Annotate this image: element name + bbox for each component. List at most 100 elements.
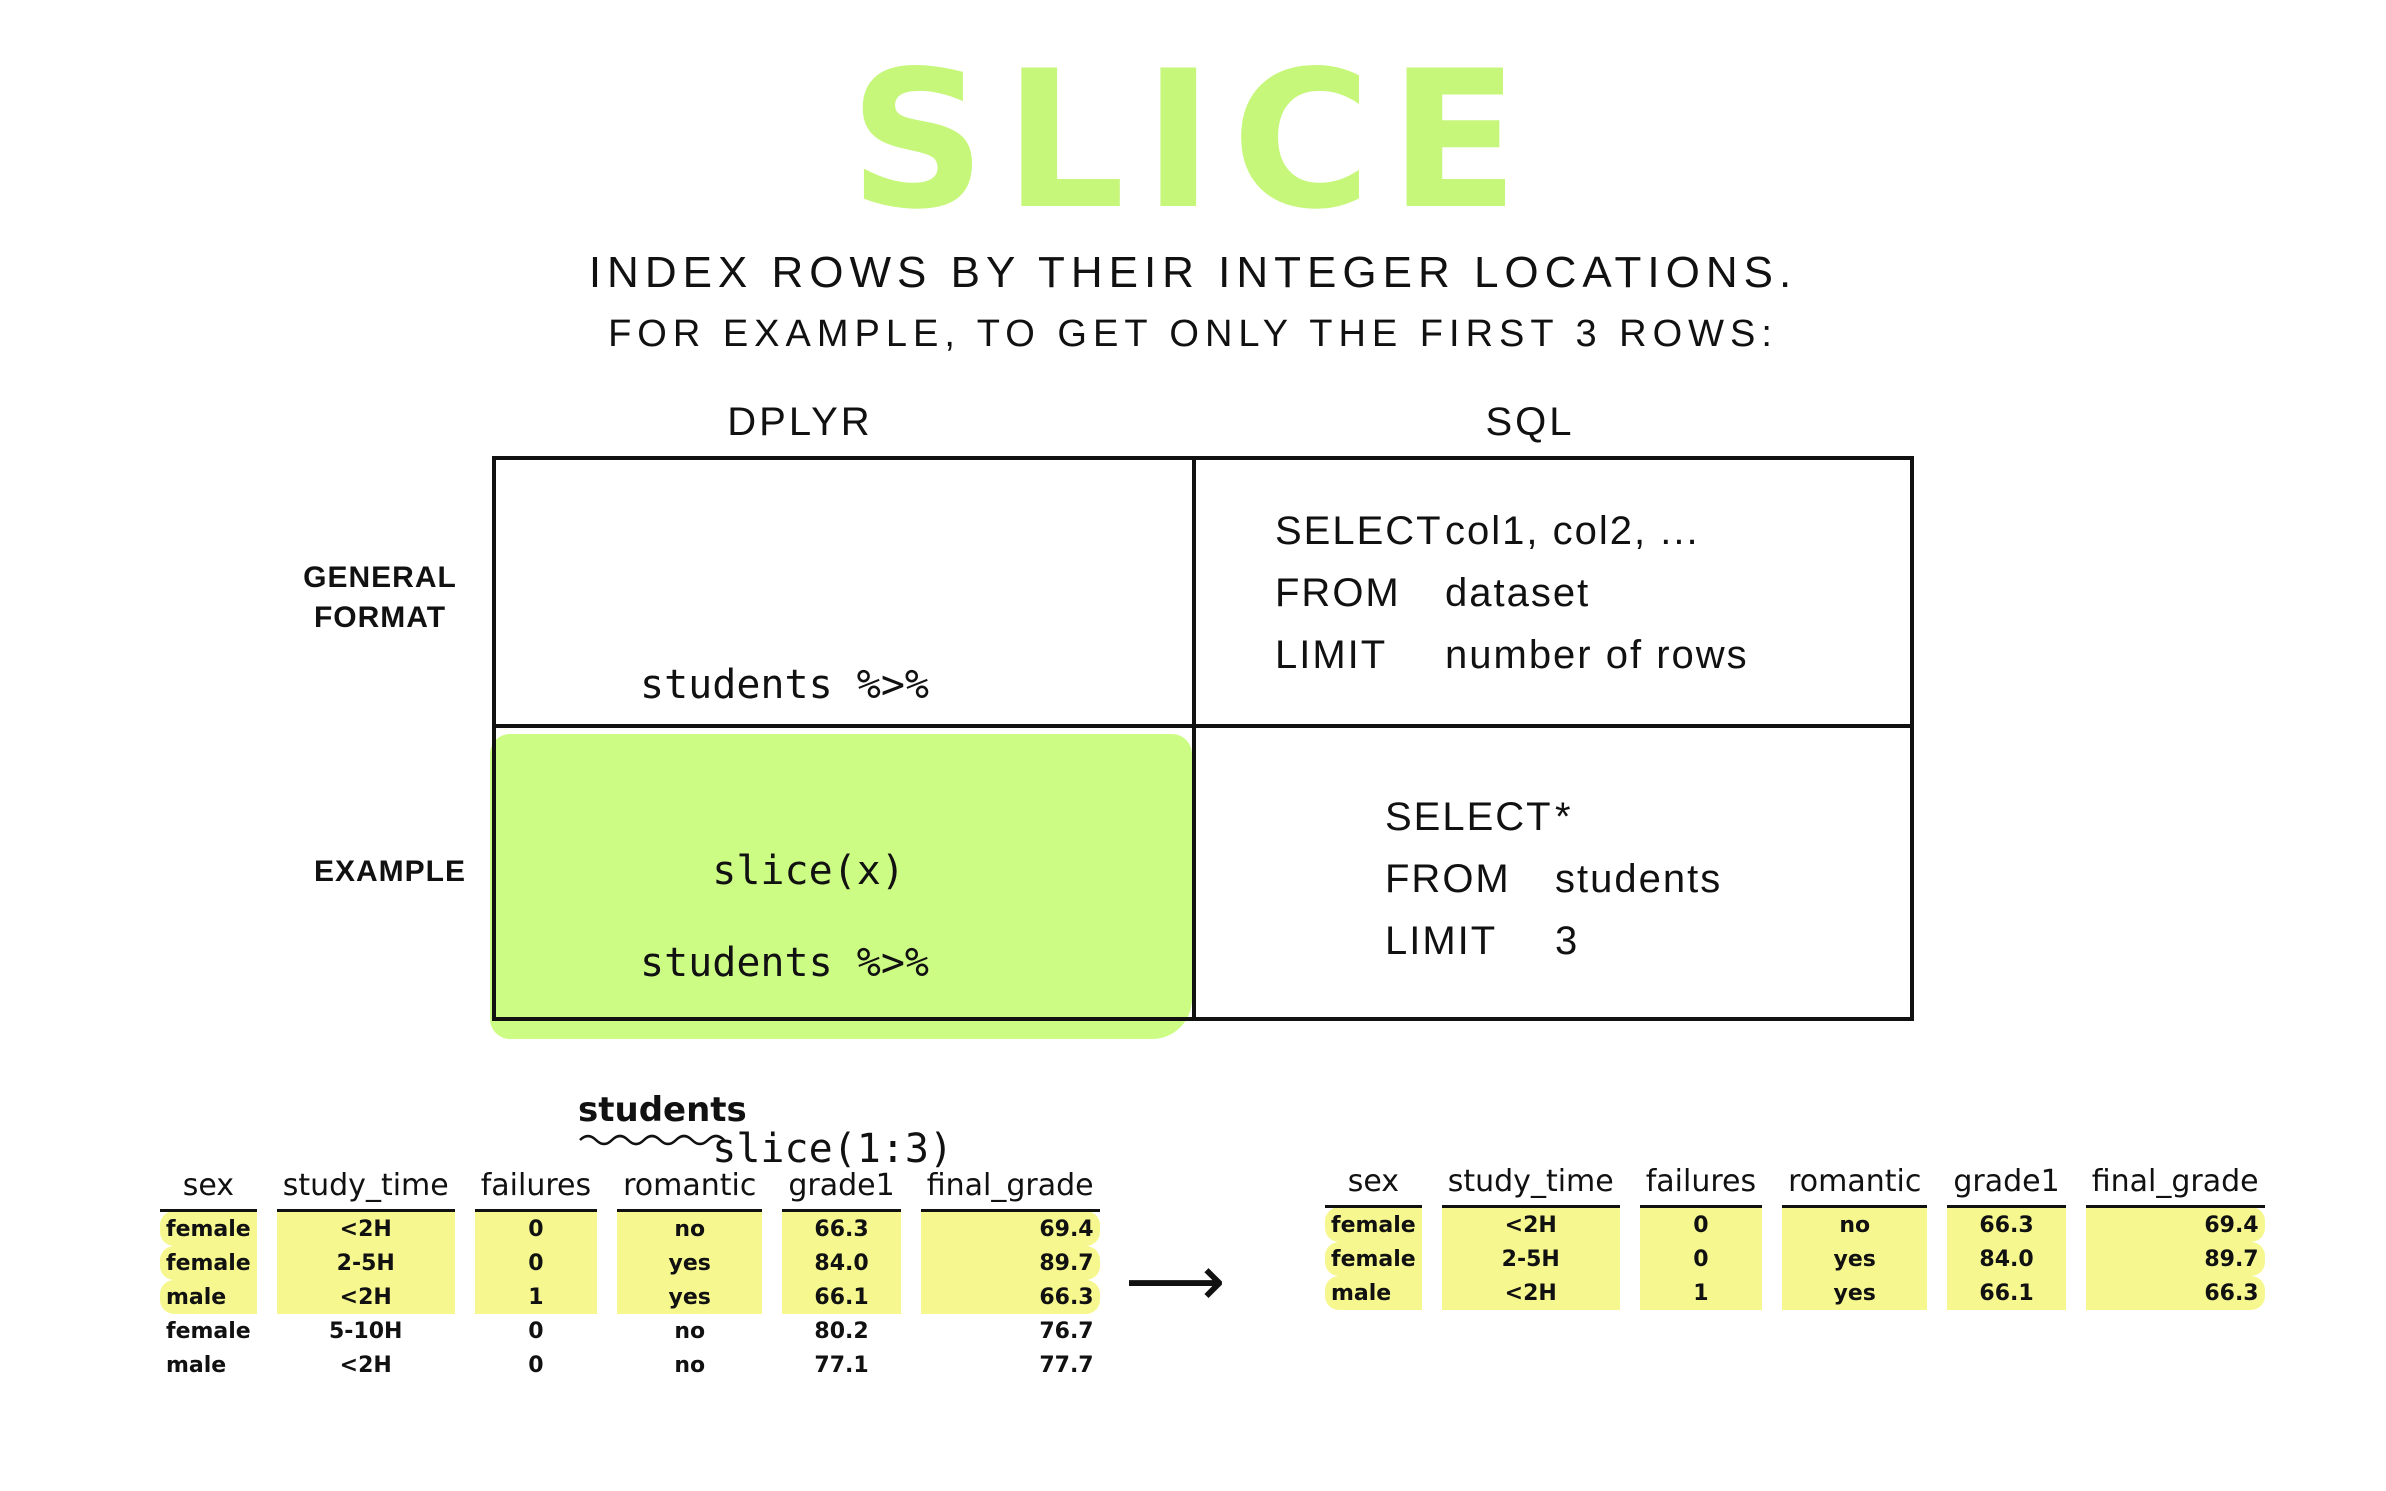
table-cell: no — [1782, 1206, 1928, 1242]
column-header-study-time: study_time — [1441, 1164, 1620, 1208]
table-cell: <2H — [276, 1210, 455, 1246]
sql-keyword: LIMIT — [1275, 633, 1388, 677]
table-cell: 0 — [528, 1352, 544, 1378]
table-cell: 69.4 — [2085, 1206, 2265, 1242]
column-header-study-time: study_time — [276, 1168, 455, 1212]
table-row: female <2H 0 no 66.3 69.4 — [160, 1210, 1100, 1246]
table-cell: 66.1 — [1947, 1276, 2066, 1310]
table-cell: 5-10H — [328, 1318, 403, 1344]
example-dplyr-code: students %>% slice(1:3) — [640, 808, 953, 1242]
table-cell: 69.4 — [920, 1210, 1100, 1246]
sql-keyword: FROM — [1385, 857, 1511, 901]
table-cell: male — [1325, 1276, 1422, 1310]
table-cell: no — [617, 1210, 763, 1246]
sql-argument: number of rows — [1445, 633, 1749, 677]
table-cell: 0 — [474, 1210, 598, 1246]
example-highlight — [490, 734, 1192, 1039]
table-cell: 84.0 — [1947, 1242, 2066, 1276]
subtitle-line-2: FOR EXAMPLE, TO GET ONLY THE FIRST 3 ROW… — [608, 313, 1778, 355]
sql-argument: students — [1555, 857, 1723, 901]
code-line: slice(x) — [640, 848, 905, 894]
table-cell: <2H — [276, 1280, 455, 1314]
table-cell: 80.2 — [814, 1318, 869, 1344]
column-header-final-grade: final_grade — [920, 1168, 1100, 1212]
comparison-grid — [492, 456, 1914, 1021]
sql-argument: 3 — [1555, 919, 1580, 963]
table-cell: no — [674, 1352, 706, 1378]
table-cell: yes — [1782, 1276, 1928, 1310]
sql-line: FROM students — [1385, 848, 1722, 910]
table-cell: 0 — [474, 1246, 598, 1280]
page-title: SLICE — [849, 30, 1537, 251]
table-cell: 84.0 — [782, 1246, 901, 1280]
table-cell: 89.7 — [2085, 1242, 2265, 1276]
table-cell: female — [160, 1210, 257, 1246]
column-header-final-grade: final_grade — [2085, 1164, 2265, 1208]
example-sql-code: SELECT* FROM students LIMIT 3 — [1385, 786, 1722, 972]
column-header-sex: sex — [160, 1168, 257, 1212]
table-cell: male — [160, 1280, 257, 1314]
table-cell: <2H — [339, 1352, 392, 1378]
table-cell: female — [166, 1318, 251, 1344]
sql-line: LIMIT number of rows — [1275, 624, 1749, 686]
table-cell: female — [160, 1246, 257, 1280]
table-cell: 89.7 — [920, 1246, 1100, 1280]
table-cell: 2-5H — [1441, 1242, 1620, 1276]
general-dplyr-code: students %>% slice(x) — [640, 530, 929, 964]
general-sql-code: SELECTcol1, col2, ... FROM dataset LIMIT n… — [1275, 500, 1749, 686]
row-header-example: EXAMPLE — [313, 855, 467, 888]
table-row: male <2H 1 yes 66.1 66.3 — [1325, 1276, 2265, 1310]
table-cell: yes — [617, 1280, 763, 1314]
table-cell: 77.1 — [814, 1352, 869, 1378]
sql-argument: dataset — [1445, 571, 1591, 615]
column-header-grade1: grade1 — [782, 1168, 901, 1212]
squiggle-underline — [579, 1134, 725, 1146]
sql-argument: col1, col2, ... — [1445, 509, 1700, 553]
grid-vertical-divider — [1192, 456, 1196, 1021]
table-cell: 1 — [1639, 1276, 1763, 1310]
column-header-sex: sex — [1325, 1164, 1422, 1208]
table-cell: male — [166, 1352, 227, 1378]
sql-keyword: SELECT — [1275, 509, 1443, 553]
sql-line: SELECT* — [1385, 786, 1722, 848]
sql-line: SELECTcol1, col2, ... — [1275, 500, 1749, 562]
grid-horizontal-divider — [492, 724, 1914, 728]
sql-keyword: FROM — [1275, 571, 1401, 615]
table-cell: 66.3 — [2085, 1276, 2265, 1310]
subtitle-line-1: INDEX ROWS BY THEIR INTEGER LOCATIONS. — [588, 248, 1798, 297]
table-row: female 5-10H 0 no 80.2 76.7 — [160, 1314, 1100, 1348]
sql-keyword: SELECT — [1385, 795, 1553, 839]
sql-argument: * — [1555, 795, 1573, 839]
column-header-romantic: romantic — [617, 1168, 763, 1212]
sql-keyword: LIMIT — [1385, 919, 1498, 963]
table-row: female <2H 0 no 66.3 69.4 — [1325, 1206, 2265, 1242]
table-cell: yes — [617, 1246, 763, 1280]
code-line: slice(1:3) — [640, 1126, 954, 1172]
table-cell: 66.3 — [1947, 1206, 2066, 1242]
table-cell: <2H — [1441, 1206, 1620, 1242]
sql-line: FROM dataset — [1275, 562, 1749, 624]
table-cell: 66.3 — [782, 1210, 901, 1246]
table-cell: female — [1325, 1206, 1422, 1242]
table-cell: 0 — [1639, 1206, 1763, 1242]
column-header-grade1: grade1 — [1947, 1164, 2066, 1208]
column-header-failures: failures — [1639, 1164, 1763, 1208]
table-cell: <2H — [1441, 1276, 1620, 1310]
table-cell: 0 — [528, 1318, 544, 1344]
row-header-general-format: GENERAL FORMAT — [303, 561, 457, 634]
table-cell: female — [1325, 1242, 1422, 1276]
code-line: students %>% — [640, 662, 929, 708]
column-header-romantic: romantic — [1782, 1164, 1928, 1208]
students-table-label: students — [578, 1090, 747, 1130]
table-cell: 76.7 — [1039, 1318, 1094, 1344]
column-header-dplyr: DPLYR — [727, 400, 873, 444]
table-cell: 0 — [1639, 1242, 1763, 1276]
table-cell: no — [674, 1318, 706, 1344]
table-cell: yes — [1782, 1242, 1928, 1276]
table-cell: 66.1 — [782, 1280, 901, 1314]
table-cell: 66.3 — [920, 1280, 1100, 1314]
table-cell: 2-5H — [276, 1246, 455, 1280]
